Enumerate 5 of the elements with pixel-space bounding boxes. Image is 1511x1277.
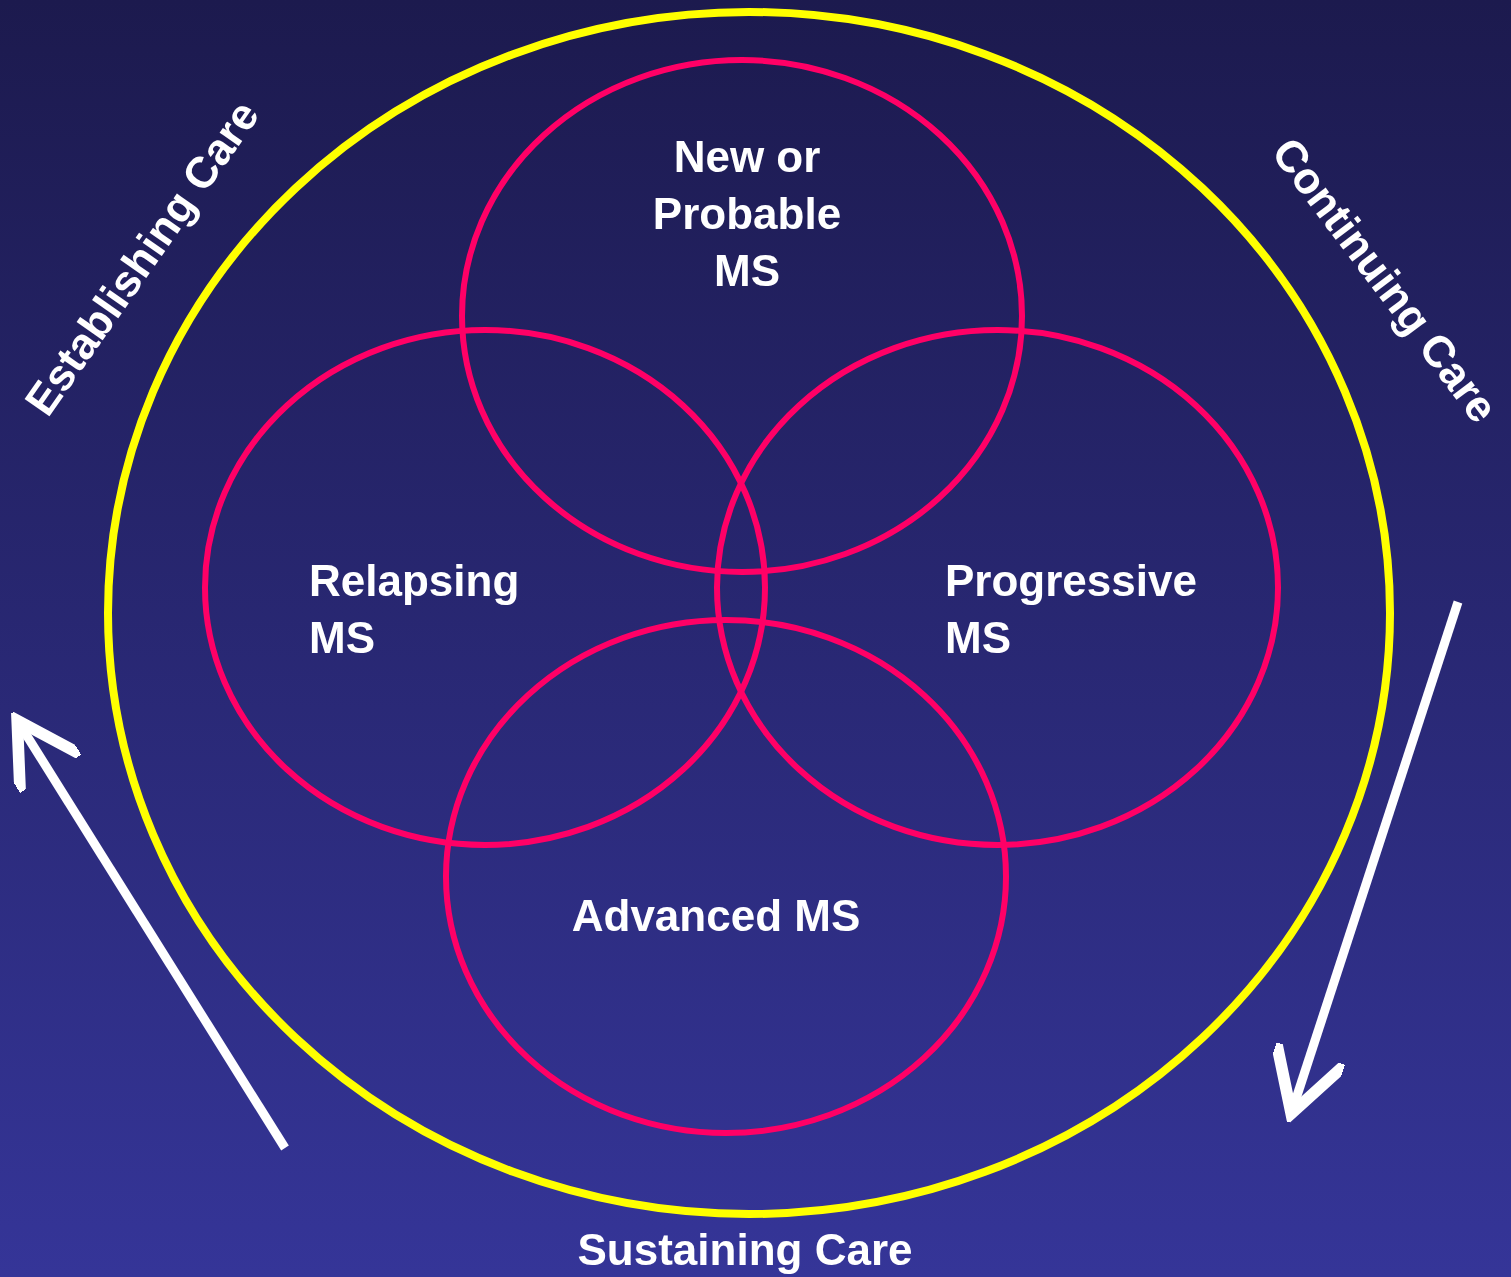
ellipse-label: New or Probable MS [651,131,843,297]
phase-label: Sustaining Care [577,1225,913,1275]
ellipse-label: Advanced MS [570,890,862,942]
ellipse-label: Progressive MS [945,555,1198,664]
ellipse-label: Relapsing MS [309,555,521,664]
